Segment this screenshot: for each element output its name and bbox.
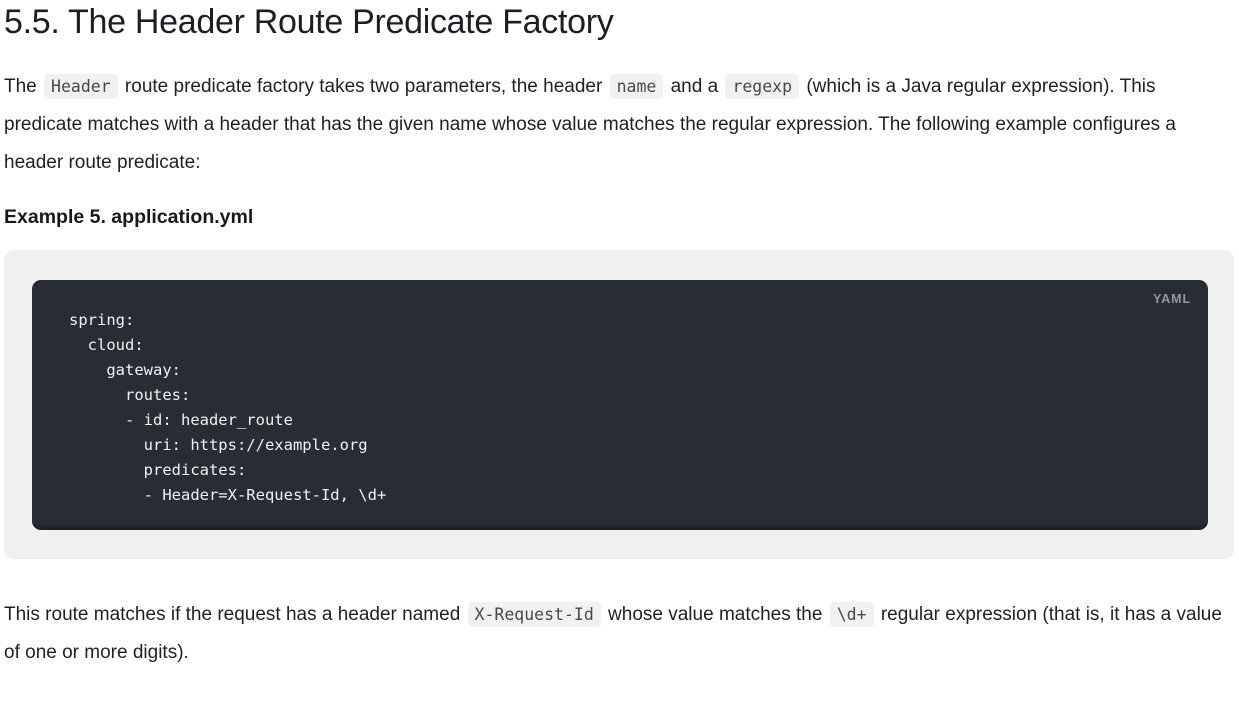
example-caption: Example 5. application.yml	[4, 206, 254, 229]
text-run: route predicate factory takes two parame…	[119, 76, 608, 98]
text-run: regular expression (that is, it has a va…	[4, 604, 1222, 664]
code-panel: YAML spring: cloud: gateway: routes: - i…	[32, 280, 1208, 531]
code-listing: YAML spring: cloud: gateway: routes: - i…	[4, 250, 1234, 560]
intro-paragraph: The Header route predicate factory takes…	[4, 68, 1234, 182]
text-run: (which is a Java regular expression). Th…	[4, 76, 1176, 174]
inline-code: name	[609, 74, 664, 100]
text-run: The	[4, 76, 43, 98]
outro-paragraph: This route matches if the request has a …	[4, 596, 1234, 672]
text-run: and a	[665, 76, 724, 98]
inline-code: regexp	[725, 74, 800, 100]
section-heading: 5.5. The Header Route Predicate Factory	[4, 3, 614, 41]
yaml-code: spring: cloud: gateway: routes: - id: he…	[69, 311, 387, 505]
code-language-badge: YAML	[1153, 292, 1191, 307]
inline-code: Header	[44, 74, 118, 100]
text-run: This route matches if the request has a …	[4, 604, 466, 626]
inline-code: X-Request-Id	[467, 602, 601, 628]
text-run: whose value matches the	[602, 604, 828, 626]
doc-content: 5.5. The Header Route Predicate Factory …	[4, 3, 1234, 672]
inline-code: \d+	[829, 602, 874, 628]
